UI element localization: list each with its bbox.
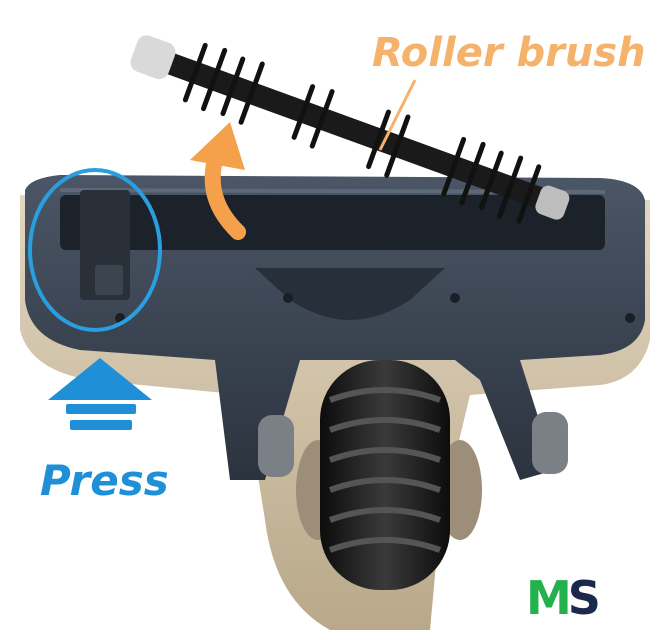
roller-label-leader: [378, 79, 417, 151]
latch-highlight-circle: [28, 168, 162, 332]
ms-logo: MS: [526, 575, 601, 621]
roller-brush: [130, 35, 570, 224]
roller-brush-label: Roller brush: [372, 30, 646, 76]
curved-arrow-icon: [190, 122, 246, 240]
press-label: Press: [40, 456, 169, 505]
wheel-right: [532, 412, 568, 474]
wheel-left: [258, 415, 294, 477]
cleaning-head-body: [25, 175, 645, 480]
logo-letter-m: M: [526, 571, 572, 625]
press-arrow-up-icon: [48, 358, 152, 430]
release-latch: [80, 190, 130, 300]
swivel-joint: [296, 360, 482, 590]
logo-letter-s: S: [567, 571, 601, 625]
